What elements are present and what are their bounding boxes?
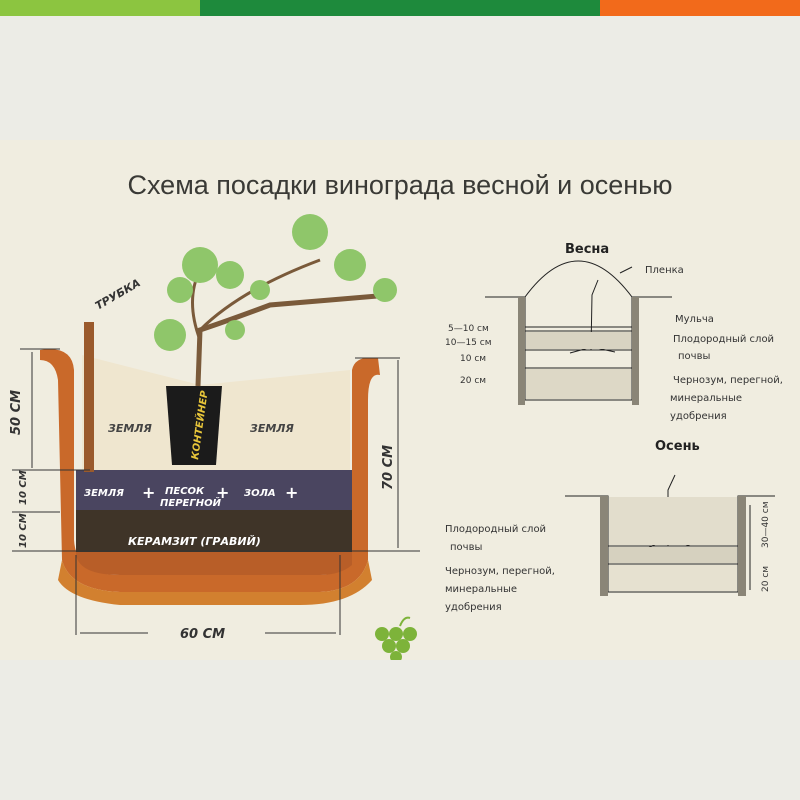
- dim-70-label: 70 СМ: [381, 445, 396, 490]
- color-band-orange: [600, 0, 800, 16]
- vine-leaves: [154, 214, 397, 351]
- mix-ash-label: ЗОЛА: [244, 488, 276, 499]
- dim-60-label: 60 СМ: [180, 627, 225, 642]
- dim-50-label: 50 СМ: [9, 390, 24, 435]
- mix-soil-label: ЗЕМЛЯ: [84, 488, 124, 499]
- autumn-title: Осень: [655, 439, 700, 454]
- autumn-chernozem-label-3: удобрения: [445, 602, 502, 613]
- spring-dim-mulch: 5—10 см: [448, 324, 489, 334]
- spring-dim-20: 20 см: [460, 376, 486, 386]
- mix-sand-label: ПЕСОК: [165, 486, 205, 497]
- spring-chernozem-label: Чернозум, перегной,: [673, 375, 783, 386]
- page-title: Схема посадки винограда весной и осенью: [127, 170, 673, 200]
- soil-right-label: ЗЕМЛЯ: [250, 422, 294, 435]
- autumn-fertile-label: Плодородный слой: [445, 524, 546, 535]
- autumn-chernozem-label: Чернозум, перегной,: [445, 566, 555, 577]
- autumn-diagram: Осень Плодородный слой почвы Чернозум, п…: [445, 439, 775, 613]
- main-planting-diagram: ТРУБКА КОНТЕЙНЕР ЗЕМЛЯ ЗЕМЛЯ ЗЕМЛЯ + ПЕС…: [9, 214, 420, 642]
- autumn-dim-30-40: 30—40 см: [761, 501, 771, 548]
- dim-10-mix-label: 10 СМ: [18, 470, 29, 505]
- autumn-chernozem-label-2: минеральные: [445, 584, 517, 595]
- spring-chernozem-label-3: удобрения: [670, 411, 727, 422]
- dimension-lines: [12, 348, 420, 635]
- film-label: Пленка: [645, 265, 684, 276]
- autumn-fertile-label-2: почвы: [450, 542, 482, 553]
- plus-sign: +: [216, 483, 229, 502]
- autumn-dim-20: 20 см: [761, 566, 771, 592]
- mix-humus-label: ПЕРЕГНОЙ: [160, 496, 222, 509]
- spring-dim-10: 10 см: [460, 354, 486, 364]
- drainage-label: КЕРАМЗИТ (ГРАВИЙ): [128, 535, 261, 548]
- tube-label: ТРУБКА: [93, 276, 143, 312]
- spring-dim-fertile: 10—15 см: [445, 338, 492, 348]
- soil-left-label: ЗЕМЛЯ: [108, 422, 152, 435]
- spring-mulch-label: Мульча: [675, 314, 714, 325]
- dim-10-gravel-label: 10 СМ: [18, 513, 29, 548]
- spring-diagram: Весна Пленка 5—10 см 10—15 см 10 см 20 с…: [445, 242, 783, 422]
- plus-sign: +: [142, 483, 155, 502]
- container: [166, 386, 222, 465]
- tube: [84, 322, 94, 472]
- plus-sign: +: [285, 483, 298, 502]
- spring-chernozem-label-2: минеральные: [670, 393, 742, 404]
- spring-title: Весна: [565, 242, 609, 257]
- color-band-light-green: [0, 0, 200, 16]
- spring-fertile-label-2: почвы: [678, 351, 710, 362]
- mix-layer: [76, 470, 352, 510]
- color-band-dark-green: [200, 0, 600, 16]
- grape-logo-icon: [375, 616, 417, 660]
- gravel-layer: [76, 510, 352, 552]
- spring-fertile-label: Плодородный слой: [673, 334, 774, 345]
- film-arc: [524, 260, 633, 298]
